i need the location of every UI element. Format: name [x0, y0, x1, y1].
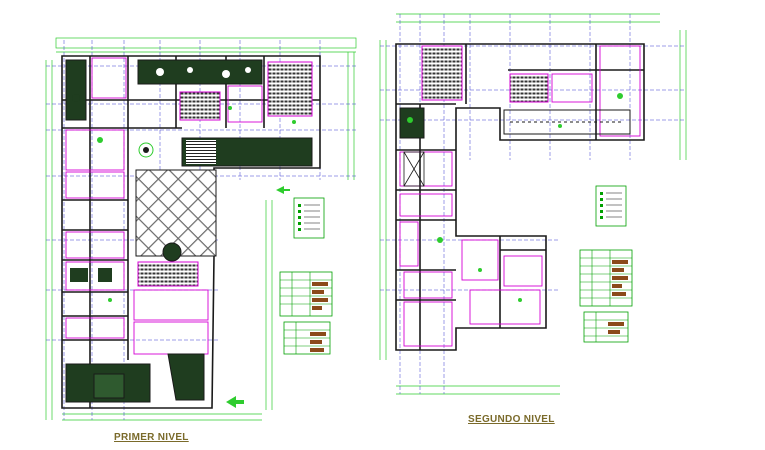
legend-small-1: [293, 197, 325, 239]
second-floor-plan: [379, 13, 687, 395]
second-floor-walls: [395, 43, 645, 351]
legend-table-3: [579, 249, 633, 307]
garden-top: [137, 59, 263, 85]
first-floor-dimension-lines: [45, 37, 357, 421]
entry-arrow-icon: [226, 396, 244, 408]
garden-bottom: [65, 353, 205, 403]
service-block: [181, 137, 313, 167]
legend-small-2: [595, 185, 627, 227]
second-floor-title: SEGUNDO NIVEL: [468, 414, 555, 425]
classroom-seating-1: [421, 45, 463, 101]
garden-left: [65, 59, 87, 121]
legend-table-4: [583, 311, 629, 343]
first-floor-plan: [45, 37, 357, 421]
second-floor-fixtures: [407, 93, 623, 302]
classroom-seating-2: [509, 73, 549, 103]
legend-table-2: [283, 321, 331, 355]
first-floor-title: PRIMER NIVEL: [114, 432, 189, 443]
courtyard-paving: [135, 169, 217, 257]
legend-table-1: [279, 271, 333, 317]
seating-block-1: [267, 61, 313, 117]
second-floor-rooms: [399, 45, 641, 347]
second-floor-dimension-lines: [379, 13, 687, 395]
seating-block-3: [137, 261, 199, 287]
stair-icon: [403, 151, 425, 187]
entry-arrow-icon-2: [276, 186, 290, 194]
corridor-rail: [503, 109, 631, 135]
seating-block-2: [179, 91, 221, 121]
service-block-2: [399, 107, 425, 139]
